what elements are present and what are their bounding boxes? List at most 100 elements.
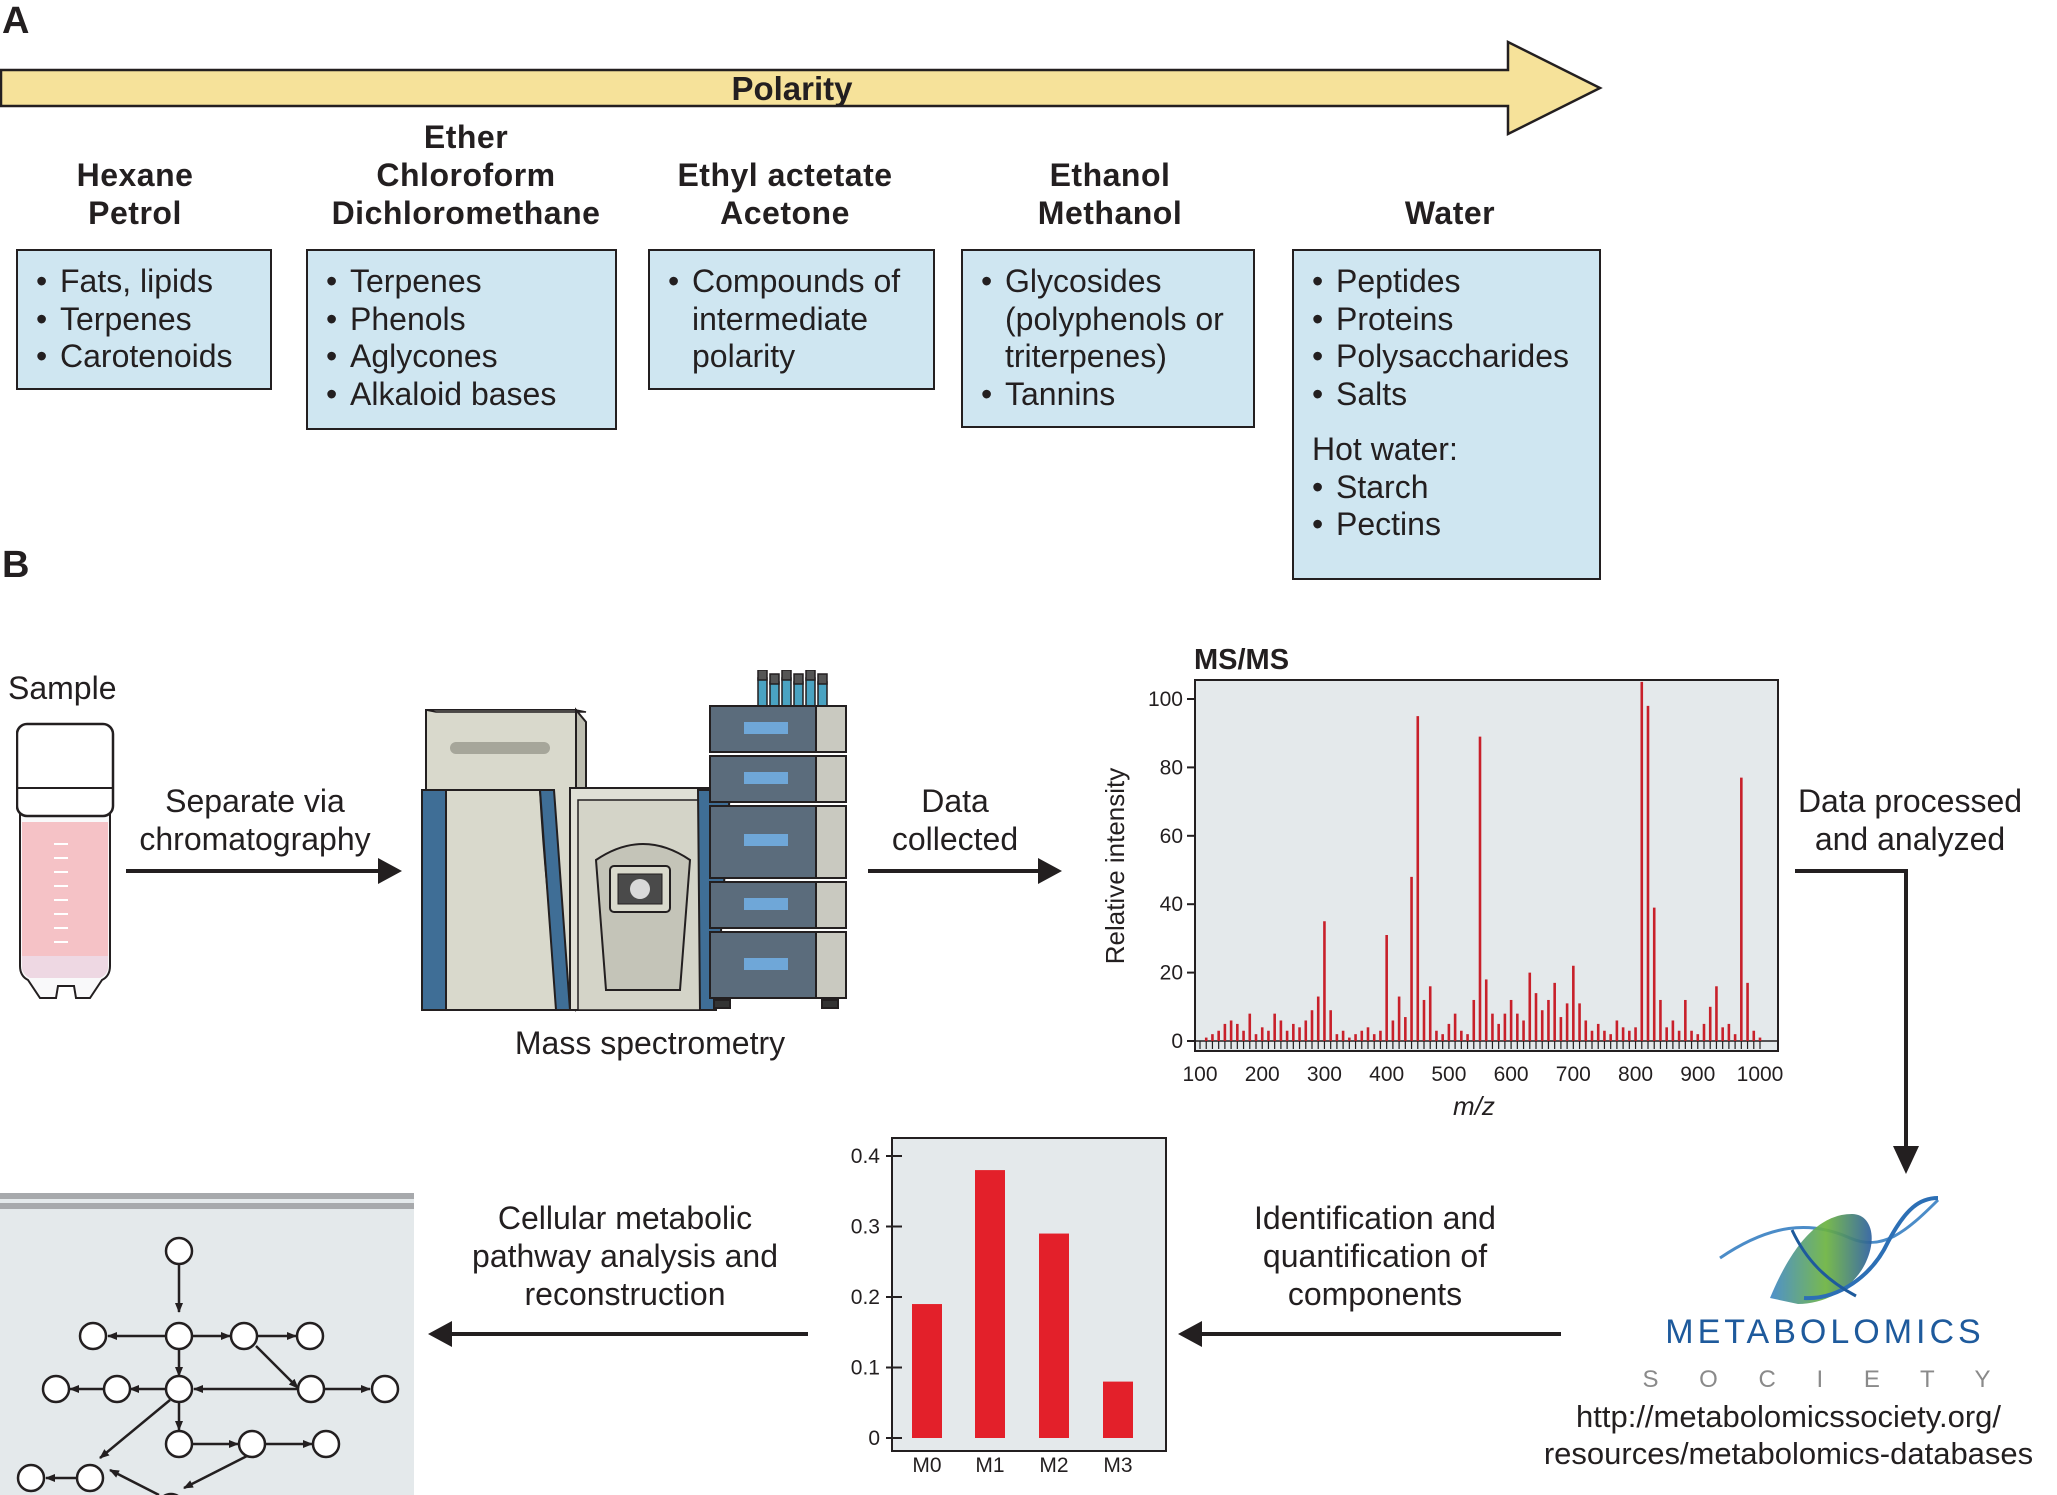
arrow-process — [1795, 869, 1908, 1148]
compound-item: Tannins — [981, 376, 1239, 414]
sample-label: Sample — [8, 670, 117, 706]
pathway-node — [164, 1429, 194, 1459]
pathway-node — [16, 1463, 46, 1493]
compound-item: Carotenoids — [36, 338, 256, 376]
step-process-label: Data processed and analyzed — [1797, 783, 2023, 857]
compound-item: Salts — [1312, 376, 1585, 414]
compound-item: Aglycones — [326, 338, 601, 376]
solvent-group-5: Water — [1330, 194, 1570, 232]
solvent-name: Petrol — [88, 195, 182, 231]
bar — [1039, 1233, 1069, 1438]
chart-title: MS/MS — [1194, 644, 1289, 676]
y-tick-label: 0.1 — [851, 1357, 880, 1380]
sample-tube-icon — [16, 722, 115, 999]
polarity-arrow: Polarity — [0, 39, 1603, 137]
compound-box-4: Glycosides (polyphenols or triterpenes) … — [961, 249, 1255, 428]
y-tick-label: 0.3 — [851, 1216, 880, 1239]
x-tick-label: 300 — [1307, 1063, 1342, 1086]
solvent-name: Hexane — [76, 157, 194, 193]
y-tick-label: 0.4 — [851, 1145, 881, 1168]
compound-item: Phenols — [326, 301, 601, 339]
logo-sub: S O C I E T Y — [1642, 1366, 2007, 1393]
compound-box-3: Compounds of intermediate polarity — [648, 249, 935, 390]
solvent-name: Dichloromethane — [331, 195, 601, 231]
pathway-node — [295, 1321, 325, 1351]
solvent-name: Water — [1404, 195, 1496, 231]
msms-spectrum-chart: MS/MS 0 20 40 60 80 100 100 200 300 400 500 600 700 80… — [1100, 644, 1784, 1121]
y-tick-label: 20 — [1160, 962, 1183, 985]
x-tick-label: M0 — [912, 1454, 941, 1477]
x-tick-label: M3 — [1103, 1454, 1132, 1477]
compound-item: Proteins — [1312, 301, 1585, 339]
y-tick-label: 40 — [1160, 893, 1183, 916]
solvent-group-1: Hexane Petrol — [40, 156, 230, 232]
compound-item: Glycosides (polyphenols or triterpenes) — [981, 263, 1255, 376]
compound-box-2: Terpenes Phenols Aglycones Alkaloid base… — [306, 249, 617, 430]
y-tick-label: 0 — [868, 1427, 880, 1450]
x-tick-label: 700 — [1556, 1063, 1591, 1086]
polarity-arrow-shape — [0, 39, 1603, 137]
x-tick-label: 800 — [1618, 1063, 1653, 1086]
y-tick-label: 100 — [1148, 688, 1183, 711]
x-axis-label: m/z — [1453, 1091, 1495, 1121]
bar — [975, 1170, 1005, 1438]
compound-item: Alkaloid bases — [326, 376, 601, 414]
panel-a-letter: A — [2, 0, 30, 42]
y-tick-label: 80 — [1160, 756, 1183, 779]
solvent-name: Ether — [423, 119, 509, 155]
y-axis-label: Relative intensity — [1100, 768, 1130, 965]
compound-item: Fats, lipids — [36, 263, 256, 301]
pathway-node — [78, 1321, 108, 1351]
pathway-node — [229, 1321, 259, 1351]
x-tick-label: 200 — [1245, 1063, 1280, 1086]
pathway-network-diagram — [0, 1193, 414, 1495]
bar — [912, 1304, 942, 1438]
compound-item: Pectins — [1312, 506, 1585, 544]
pathway-node — [237, 1429, 267, 1459]
solvent-group-4: Ethanol Methanol — [1000, 156, 1220, 232]
pathway-node — [164, 1374, 194, 1404]
database-url[interactable]: http://metabolomicssociety.org/ resource… — [1543, 1399, 2034, 1471]
x-tick-label: 900 — [1680, 1063, 1715, 1086]
compound-item: Compounds of intermediate polarity — [668, 263, 922, 376]
panel-b-letter: B — [2, 544, 30, 586]
x-tick-label: 1000 — [1737, 1063, 1784, 1086]
instrument-label: Mass spectrometry — [514, 1025, 786, 1061]
pathway-node — [370, 1374, 400, 1404]
x-tick-label: 100 — [1182, 1063, 1217, 1086]
step-pathway-label: Cellular metabolic pathway analysis and … — [472, 1200, 778, 1312]
logo-word: METABOLOMICS — [1665, 1313, 1984, 1351]
solvent-group-2: Ether Chloroform Dichloromethane — [306, 118, 626, 232]
compound-item: Peptides — [1312, 263, 1585, 301]
mass-spectrometer-icon — [421, 670, 847, 1012]
solvent-name: Chloroform — [376, 157, 556, 193]
hot-water-heading: Hot water: — [1312, 431, 1458, 467]
y-tick-label: 60 — [1160, 825, 1183, 848]
polarity-label: Polarity — [731, 70, 853, 107]
pathway-node — [102, 1374, 132, 1404]
pathway-node — [164, 1236, 194, 1266]
step-collect-label: Data collected — [891, 783, 1019, 857]
compound-box-5: Peptides Proteins Polysaccharides Salts … — [1292, 249, 1601, 580]
pathway-node — [75, 1463, 105, 1493]
x-tick-label: M1 — [975, 1454, 1004, 1477]
pathway-node — [296, 1374, 326, 1404]
solvent-name: Methanol — [1037, 195, 1183, 231]
y-tick-label: 0.2 — [851, 1286, 880, 1309]
metabolomics-society-logo: METABOLOMICS S O C I E T Y — [1642, 1196, 2007, 1393]
solvent-name: Ethyl actetate — [677, 157, 893, 193]
compound-item: Polysaccharides — [1312, 338, 1585, 376]
x-tick-label: M2 — [1039, 1454, 1068, 1477]
pathway-node — [311, 1429, 341, 1459]
solvent-group-3: Ethyl actetate Acetone — [650, 156, 920, 232]
isotopologue-bar-chart: 0 0.1 0.2 0.3 0.4M0 M1 M2 M3 — [851, 1137, 1167, 1477]
y-tick-label: 0 — [1171, 1030, 1183, 1053]
x-tick-label: 500 — [1431, 1063, 1466, 1086]
x-tick-label: 600 — [1494, 1063, 1529, 1086]
step-separate-label: Separate via chromatography — [139, 783, 371, 857]
x-tick-label: 400 — [1369, 1063, 1404, 1086]
pathway-node — [164, 1321, 194, 1351]
solvent-name: Acetone — [720, 195, 850, 231]
compound-box-1: Fats, lipids Terpenes Carotenoids — [16, 249, 272, 390]
